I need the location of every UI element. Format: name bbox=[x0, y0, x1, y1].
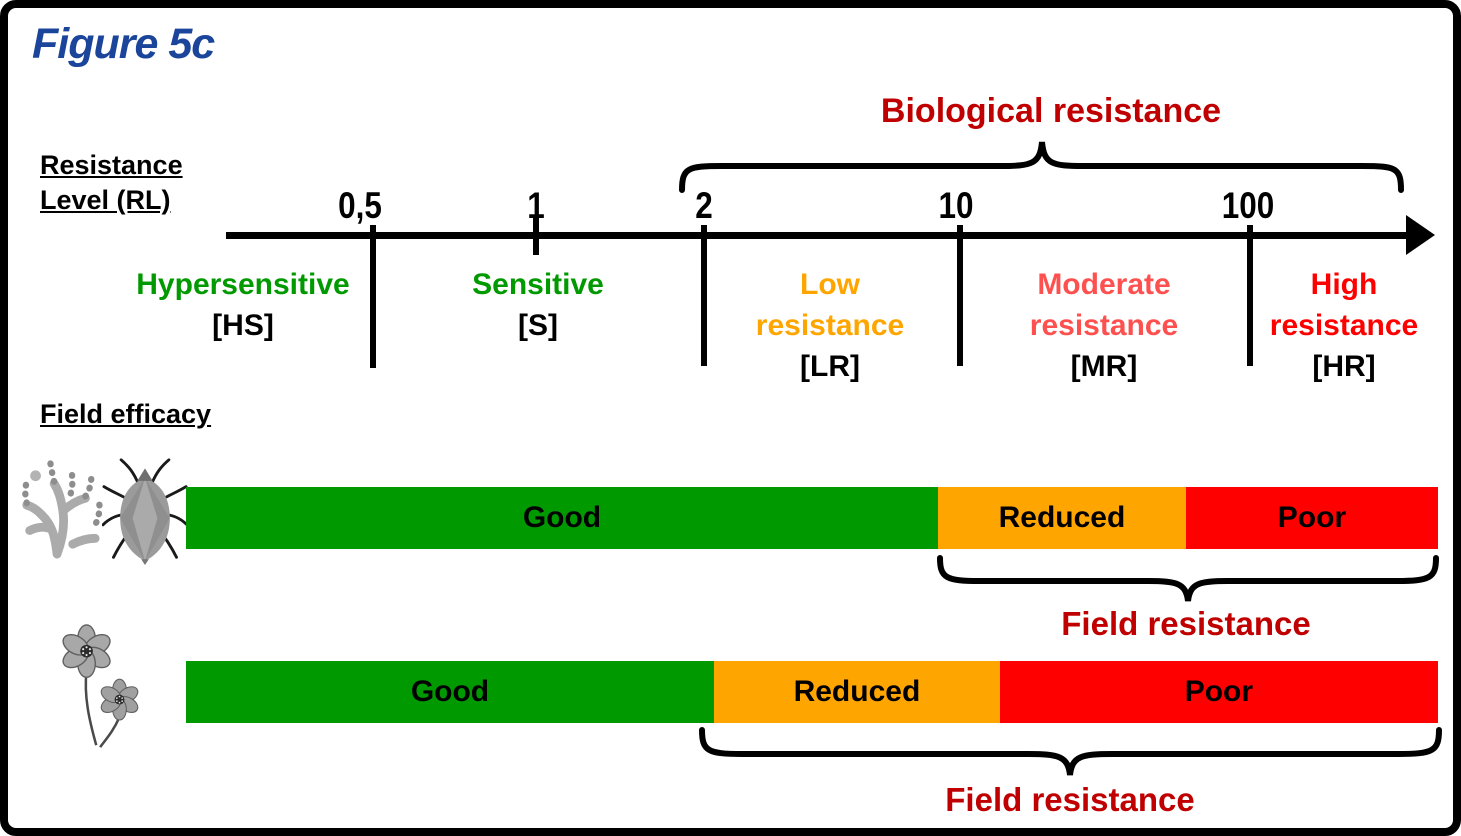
zone-name: High bbox=[1310, 268, 1378, 301]
bar-segment-poor: Poor bbox=[999, 661, 1438, 723]
zone-low-resistance: Low resistance [LR] bbox=[690, 264, 970, 387]
tick-label-2: 2 bbox=[695, 185, 713, 226]
bar-segment-poor: Poor bbox=[1185, 487, 1438, 549]
tick-label-10: 10 bbox=[938, 185, 974, 226]
zone-code: [S] bbox=[518, 309, 558, 342]
zone-code: [HS] bbox=[212, 309, 274, 342]
tick-label-100: 100 bbox=[1221, 185, 1275, 226]
zone-code: [HR] bbox=[1312, 350, 1376, 383]
biological-resistance-brace bbox=[679, 141, 1404, 193]
resistance-level-label: Resistance Level (RL) bbox=[40, 148, 183, 218]
zone-name: Moderate bbox=[1037, 268, 1171, 301]
aphid-icon bbox=[102, 458, 188, 565]
axis-arrowhead-icon bbox=[1406, 215, 1435, 255]
pathogen-icon bbox=[22, 458, 103, 559]
zone-name: resistance bbox=[1269, 309, 1419, 342]
bar-segment-reduced: Reduced bbox=[937, 487, 1186, 549]
resistance-axis-line bbox=[226, 232, 1411, 239]
zone-moderate-resistance: Moderate resistance [MR] bbox=[964, 264, 1244, 387]
field-resistance-label-1: Field resistance bbox=[1061, 605, 1311, 642]
field-resistance-label-2: Field resistance bbox=[945, 781, 1195, 818]
zone-code: [LR] bbox=[800, 350, 860, 383]
tick-line-1 bbox=[533, 218, 539, 255]
efficacy-bar-row-flowers: Good Reduced Poor bbox=[186, 661, 1438, 723]
zone-high-resistance: High resistance [HR] bbox=[1224, 264, 1453, 387]
figure-title: Figure 5c bbox=[32, 20, 215, 68]
zone-hypersensitive: Hypersensitive [HS] bbox=[103, 264, 383, 346]
field-resistance-brace-2 bbox=[699, 727, 1442, 776]
tick-line-100 bbox=[1247, 225, 1253, 366]
tick-line-2 bbox=[701, 225, 707, 366]
zone-name: Sensitive bbox=[472, 268, 604, 301]
tick-line-0-5 bbox=[370, 225, 376, 368]
field-resistance-brace-1 bbox=[937, 555, 1439, 602]
zone-name: Hypersensitive bbox=[136, 268, 350, 301]
tick-label-0-5: 0,5 bbox=[338, 185, 382, 226]
zone-code: [MR] bbox=[1070, 350, 1138, 383]
resistance-level-label-line1: Resistance bbox=[40, 150, 183, 180]
bar-segment-reduced: Reduced bbox=[713, 661, 1000, 723]
zone-name: resistance bbox=[1029, 309, 1179, 342]
bar-segment-good: Good bbox=[186, 661, 714, 723]
field-efficacy-label: Field efficacy bbox=[40, 399, 212, 429]
zone-name: resistance bbox=[755, 309, 905, 342]
biological-resistance-label: Biological resistance bbox=[880, 92, 1222, 130]
tick-line-10 bbox=[957, 225, 963, 366]
bar-segment-good: Good bbox=[186, 487, 938, 549]
zone-sensitive: Sensitive [S] bbox=[398, 264, 678, 346]
zone-name: Low bbox=[800, 268, 860, 301]
efficacy-bar-row-pathogen: Good Reduced Poor bbox=[186, 487, 1438, 549]
resistance-level-label-line2: Level (RL) bbox=[40, 185, 171, 215]
tick-label-1: 1 bbox=[527, 185, 545, 226]
flowers-icon bbox=[62, 624, 139, 748]
